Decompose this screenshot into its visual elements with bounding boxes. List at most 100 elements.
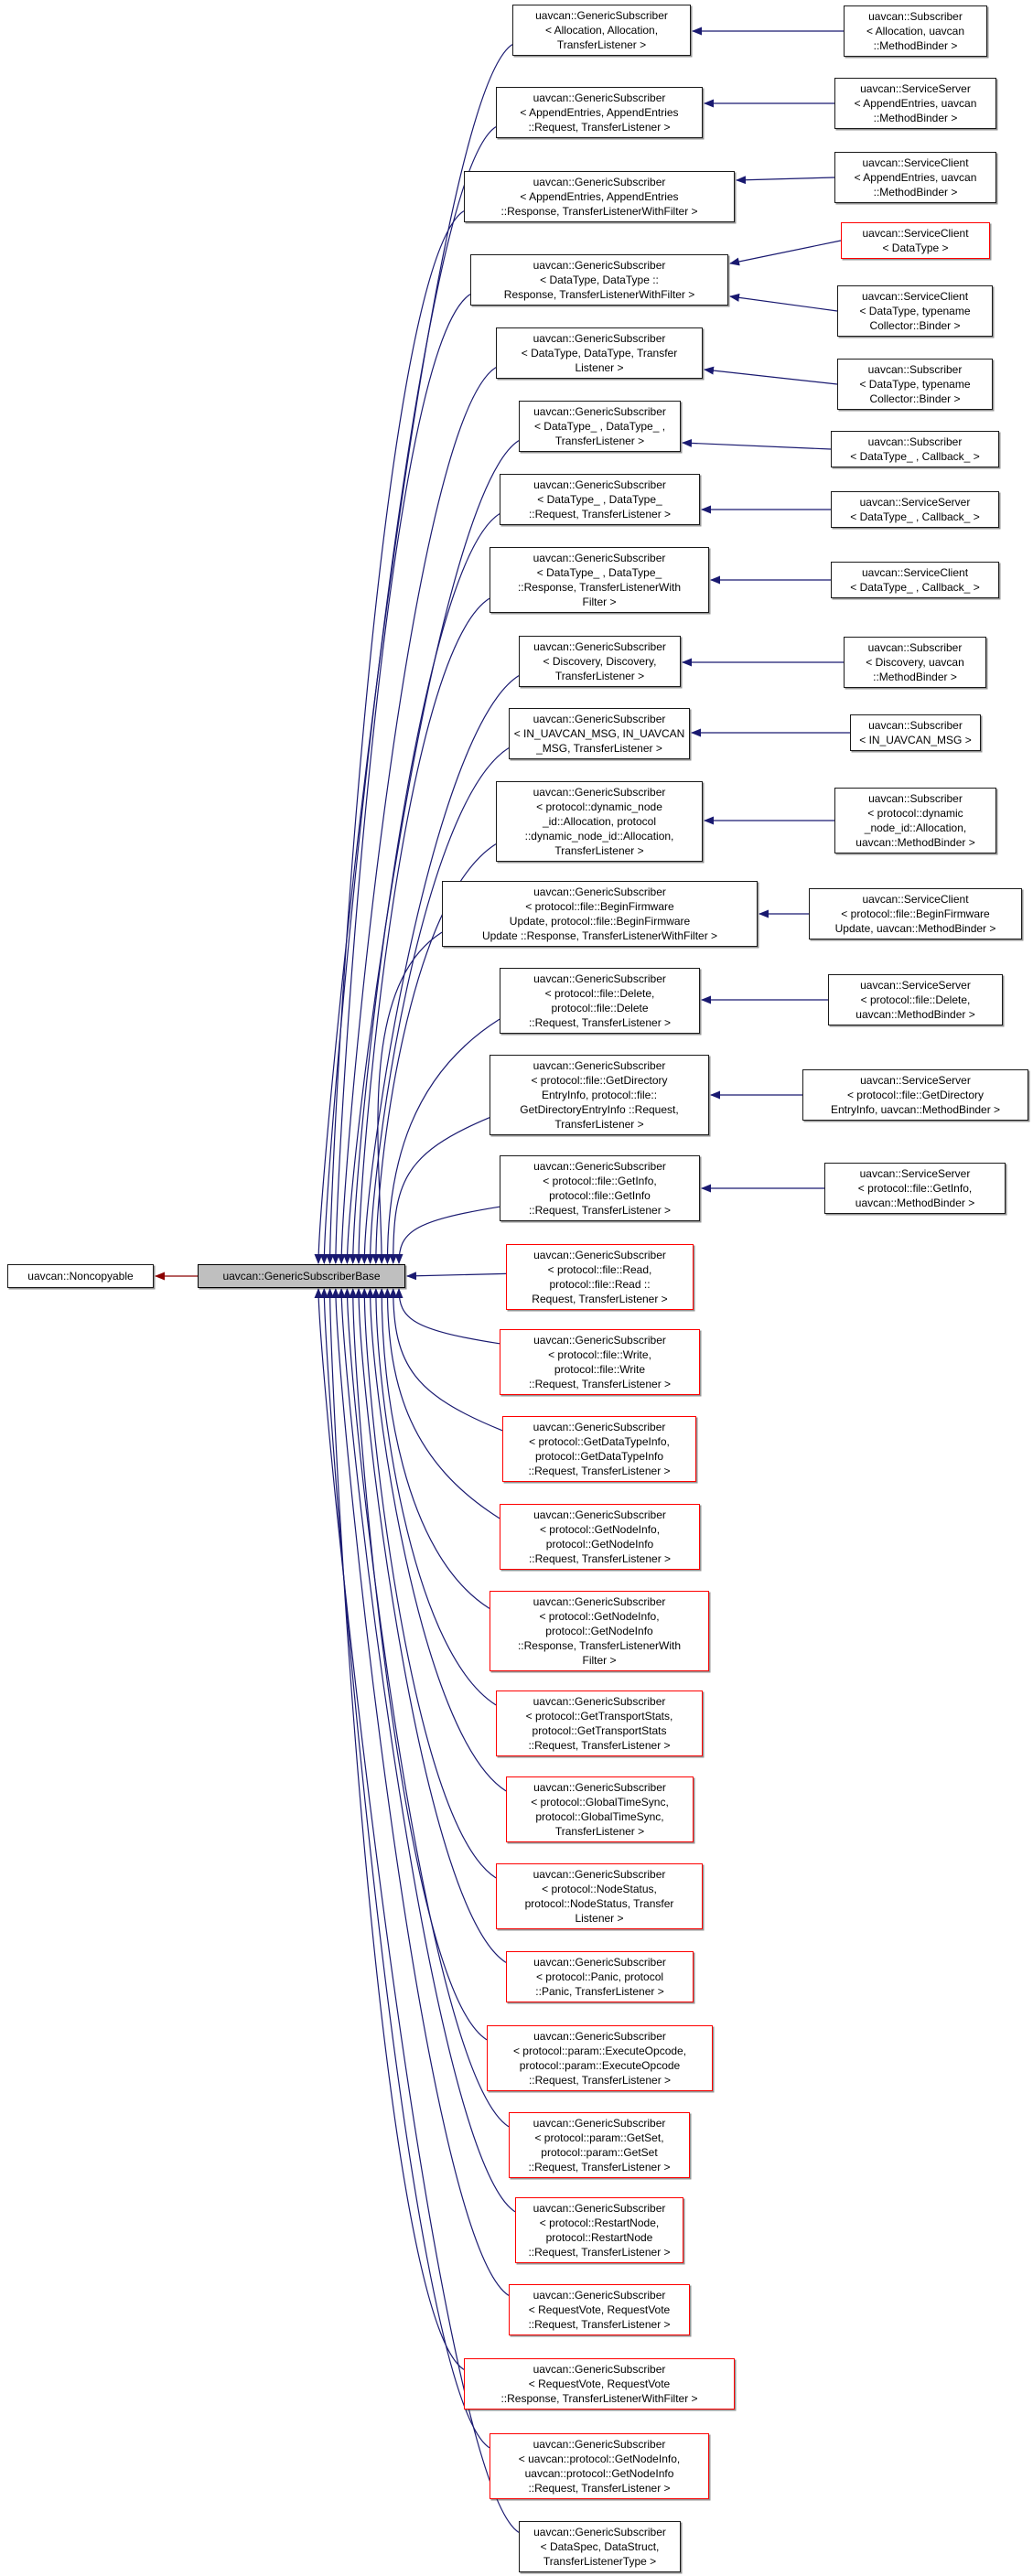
class-node-r12[interactable]: uavcan::Subscriber< protocol::dynamic_no… xyxy=(834,788,996,853)
class-node-label-line: < RequestVote, RequestVote xyxy=(528,2303,671,2316)
class-node-r11[interactable]: uavcan::Subscriber< IN_UAVCAN_MSG > xyxy=(850,714,981,751)
class-node-label-line: protocol::RestartNode xyxy=(545,2231,653,2244)
class-node-label-line: < DataType_ , DataType_ xyxy=(536,566,662,579)
class-node-label-line: ::MethodBinder > xyxy=(873,39,958,52)
inheritance-edge xyxy=(360,675,520,1264)
class-node-label-line: ::Request, TransferListener > xyxy=(528,1016,672,1029)
class-node-label-line: uavcan::GenericSubscriber xyxy=(533,640,666,653)
class-node-m8[interactable]: uavcan::GenericSubscriber< DataType_ , D… xyxy=(490,547,709,613)
class-node-m28[interactable]: uavcan::GenericSubscriber< RequestVote, … xyxy=(509,2284,690,2335)
class-node-label-line: < protocol::file::Read, xyxy=(547,1263,652,1276)
class-node-label-line: uavcan::GenericSubscriber xyxy=(533,786,666,799)
class-node-m29[interactable]: uavcan::GenericSubscriber< RequestVote, … xyxy=(464,2358,735,2410)
class-node-m3[interactable]: uavcan::GenericSubscriber< AppendEntries… xyxy=(464,171,735,222)
class-node-r14[interactable]: uavcan::ServiceServer< protocol::file::D… xyxy=(828,974,1003,1025)
class-node-label-line: TransferListener > xyxy=(554,670,645,682)
class-node-label-line: < protocol::file::GetInfo, xyxy=(543,1175,657,1187)
class-node-m12[interactable]: uavcan::GenericSubscriber< protocol::fil… xyxy=(442,881,758,947)
class-node-r5[interactable]: uavcan::ServiceClient< DataType, typenam… xyxy=(837,285,993,337)
inheritance-edge xyxy=(389,1117,490,1264)
class-node-label-line: TransferListener > xyxy=(554,1825,645,1838)
class-node-label-line: uavcan::ServiceServer xyxy=(860,82,971,95)
class-node-m30[interactable]: uavcan::GenericSubscriber< uavcan::proto… xyxy=(490,2433,709,2499)
class-node-r15[interactable]: uavcan::ServiceServer< protocol::file::G… xyxy=(802,1069,1028,1121)
class-node-m5[interactable]: uavcan::GenericSubscriber< DataType, Dat… xyxy=(496,327,703,379)
class-node-r1[interactable]: uavcan::Subscriber< Allocation, uavcan::… xyxy=(844,5,987,57)
class-node-m26[interactable]: uavcan::GenericSubscriber< protocol::par… xyxy=(509,2112,690,2178)
class-node-label-line: TransferListener > xyxy=(554,844,644,857)
class-node-label-line: Filter > xyxy=(582,596,617,608)
class-node-label-line: uavcan::GenericSubscriber xyxy=(533,2289,666,2302)
class-node-r2[interactable]: uavcan::ServiceServer< AppendEntries, ua… xyxy=(834,78,996,129)
class-node-m22[interactable]: uavcan::GenericSubscriber< protocol::Glo… xyxy=(506,1776,694,1842)
class-node-label-line: ::Request, TransferListener > xyxy=(528,2482,671,2495)
class-node-label-line: uavcan::GenericSubscriber xyxy=(533,332,666,345)
inheritance-edge xyxy=(371,843,497,1264)
class-node-noncopyable[interactable]: uavcan::Noncopyable xyxy=(7,1264,154,1288)
class-node-label-line: uavcan::Subscriber xyxy=(868,719,963,732)
class-node-label-line: < DataType_ , DataType_ xyxy=(537,493,662,506)
class-node-r4[interactable]: uavcan::ServiceClient< DataType > xyxy=(841,222,990,259)
class-node-m11[interactable]: uavcan::GenericSubscriber< protocol::dyn… xyxy=(496,781,703,862)
inheritance-edge xyxy=(729,293,838,312)
class-node-label-line: < DataType, typename xyxy=(859,378,971,391)
inheritance-edge xyxy=(349,1288,488,2041)
class-node-m6[interactable]: uavcan::GenericSubscriber< DataType_ , D… xyxy=(519,401,681,452)
class-node-label-line: < protocol::GetNodeInfo, xyxy=(539,1523,661,1536)
class-node-m13[interactable]: uavcan::GenericSubscriber< protocol::fil… xyxy=(500,968,700,1034)
class-node-m2[interactable]: uavcan::GenericSubscriber< AppendEntries… xyxy=(496,87,703,138)
inheritance-edge xyxy=(377,931,443,1264)
class-node-r10[interactable]: uavcan::Subscriber< Discovery, uavcan::M… xyxy=(844,637,986,688)
class-node-label-line: ::MethodBinder > xyxy=(873,671,957,683)
class-node-m19[interactable]: uavcan::GenericSubscriber< protocol::Get… xyxy=(500,1504,700,1570)
class-node-label-line: ::Response, TransferListenerWithFilter > xyxy=(500,2392,698,2405)
class-node-m27[interactable]: uavcan::GenericSubscriber< protocol::Res… xyxy=(515,2197,683,2263)
class-node-r3[interactable]: uavcan::ServiceClient< AppendEntries, ua… xyxy=(834,152,996,203)
class-node-m25[interactable]: uavcan::GenericSubscriber< protocol::par… xyxy=(487,2025,713,2091)
class-node-label-line: < protocol::file::Delete, xyxy=(860,993,971,1006)
class-node-m23[interactable]: uavcan::GenericSubscriber< protocol::Nod… xyxy=(496,1863,703,1929)
class-node-m31[interactable]: uavcan::GenericSubscriber< DataSpec, Dat… xyxy=(519,2521,681,2572)
class-node-r16[interactable]: uavcan::ServiceServer< protocol::file::G… xyxy=(824,1163,1006,1214)
class-node-label-line: protocol::file::Write xyxy=(554,1363,646,1376)
class-node-label-line: uavcan::GenericSubscriber xyxy=(533,886,666,898)
inheritance-edge xyxy=(331,1288,510,2296)
inheritance-edge xyxy=(389,1288,503,1432)
class-node-m14[interactable]: uavcan::GenericSubscriber< protocol::fil… xyxy=(490,1055,709,1135)
class-node-m21[interactable]: uavcan::GenericSubscriber< protocol::Get… xyxy=(496,1690,703,1756)
class-node-label-line: Request, TransferListener > xyxy=(532,1293,668,1305)
class-node-label-line: < DataType_ , DataType_ , xyxy=(533,420,666,433)
class-node-label-line: uavcan::GenericSubscriber xyxy=(533,2202,666,2215)
class-node-label-line: uavcan::GenericSubscriber xyxy=(533,2526,666,2538)
class-node-label-line: ::Request, TransferListener > xyxy=(528,1465,671,1477)
class-node-label-line: protocol::file::Read :: xyxy=(549,1278,651,1291)
class-node-label-line: uavcan::ServiceClient xyxy=(862,156,969,169)
class-node-base[interactable]: uavcan::GenericSubscriberBase xyxy=(198,1264,405,1288)
class-node-label-line: < AppendEntries, uavcan xyxy=(854,97,977,110)
class-node-m10[interactable]: uavcan::GenericSubscriber< IN_UAVCAN_MSG… xyxy=(509,708,690,759)
class-node-label-line: uavcan::Noncopyable xyxy=(27,1270,134,1283)
class-node-m15[interactable]: uavcan::GenericSubscriber< protocol::fil… xyxy=(500,1155,700,1221)
class-node-label-line: < IN_UAVCAN_MSG > xyxy=(859,734,972,746)
class-node-m24[interactable]: uavcan::GenericSubscriber< protocol::Pan… xyxy=(506,1951,694,2002)
class-node-r7[interactable]: uavcan::Subscriber< DataType_ , Callback… xyxy=(831,431,999,467)
class-node-r13[interactable]: uavcan::ServiceClient< protocol::file::B… xyxy=(809,888,1022,939)
class-node-m9[interactable]: uavcan::GenericSubscriber< Discovery, Di… xyxy=(519,636,681,687)
class-node-m4[interactable]: uavcan::GenericSubscriber< DataType, Dat… xyxy=(470,254,728,306)
class-node-label-line: ::Response, TransferListenerWith xyxy=(517,581,682,594)
class-node-m18[interactable]: uavcan::GenericSubscriber< protocol::Get… xyxy=(502,1416,696,1482)
class-node-r9[interactable]: uavcan::ServiceClient< DataType_ , Callb… xyxy=(831,562,999,598)
class-node-m16[interactable]: uavcan::GenericSubscriber< protocol::fil… xyxy=(506,1244,694,1310)
class-node-m17[interactable]: uavcan::GenericSubscriber< protocol::fil… xyxy=(500,1329,700,1395)
class-node-label-line: < DataType_ , Callback_ > xyxy=(850,581,980,594)
class-node-label-line: uavcan::Subscriber xyxy=(868,10,963,23)
class-node-m7[interactable]: uavcan::GenericSubscriber< DataType_ , D… xyxy=(500,474,700,525)
class-node-label-line: Filter > xyxy=(582,1654,617,1667)
class-node-m1[interactable]: uavcan::GenericSubscriber< Allocation, A… xyxy=(512,5,691,56)
class-node-r8[interactable]: uavcan::ServiceServer< DataType_ , Callb… xyxy=(831,491,999,528)
class-node-m20[interactable]: uavcan::GenericSubscriber< protocol::Get… xyxy=(490,1591,709,1671)
class-node-label-line: ::Request, TransferListener > xyxy=(528,1552,672,1565)
class-node-label-line: protocol::GetNodeInfo xyxy=(545,1538,654,1551)
